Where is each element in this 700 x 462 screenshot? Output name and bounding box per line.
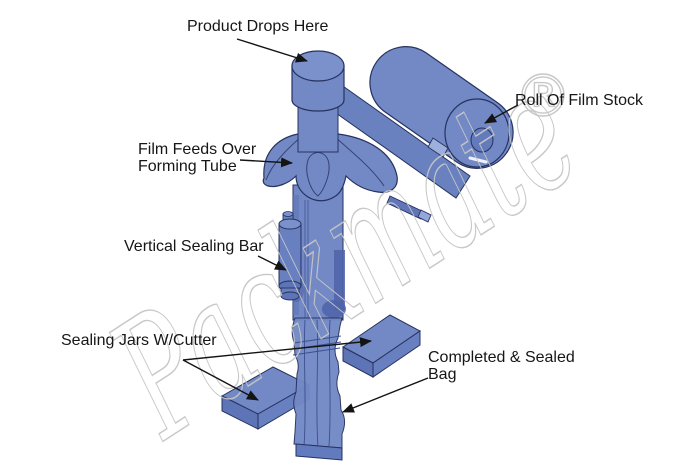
- completed-bag: [291, 317, 345, 461]
- product-funnel: [291, 50, 345, 153]
- arrow-vertical-seal-bar: [257, 255, 287, 271]
- label-completed-sealed-bag: Completed & Sealed Bag: [428, 349, 575, 383]
- label-completed-bag-line1: Completed & Sealed: [428, 349, 575, 366]
- inner-tube-shade: [334, 250, 345, 310]
- vffs-machine: [220, 46, 514, 461]
- bag-bottom-seal: [295, 443, 343, 461]
- arrow-completed-bag: [342, 377, 429, 413]
- label-completed-bag-line2: Bag: [428, 365, 457, 383]
- label-film-feeds-line2: Forming Tube: [138, 157, 237, 175]
- arrow-jaw-left: [182, 359, 259, 401]
- vertical-sealing-bar: [278, 211, 302, 301]
- arrow-product-drops: [236, 38, 308, 63]
- forming-tube: [288, 184, 346, 321]
- roll-core: [470, 127, 494, 153]
- funnel-opening: [291, 50, 345, 82]
- watermark-registered-icon: ®: [514, 62, 572, 130]
- roll-highlight: [468, 156, 488, 164]
- label-film-feeds-over-forming-tube: Film Feeds Over Forming Tube: [138, 141, 257, 175]
- label-product-drops-here-text: Product Drops Here: [187, 18, 329, 35]
- arrow-film-roll: [484, 104, 519, 124]
- label-roll-of-film-stock: Roll Of Film Stock: [515, 92, 644, 110]
- arrow-forming-tube: [239, 157, 293, 168]
- film-guide-rail: [386, 195, 432, 223]
- label-roll-of-film-stock-text: Roll Of Film Stock: [515, 92, 644, 109]
- roll-bracket: [427, 137, 449, 158]
- label-vertical-sealing-bar-text: Vertical Sealing Bar: [124, 238, 264, 255]
- label-film-feeds-line1: Film Feeds Over: [138, 141, 257, 158]
- arrow-jaw-right: [182, 337, 372, 361]
- callout-arrows: [182, 38, 519, 413]
- sealing-jaw-right: [342, 314, 421, 378]
- label-sealing-jars-w-cutter: Sealing Jars W/Cutter: [61, 332, 217, 350]
- label-sealing-jars-text: Sealing Jars W/Cutter: [61, 332, 217, 349]
- label-product-drops-here: Product Drops Here: [187, 18, 329, 36]
- label-vertical-sealing-bar: Vertical Sealing Bar: [124, 238, 264, 256]
